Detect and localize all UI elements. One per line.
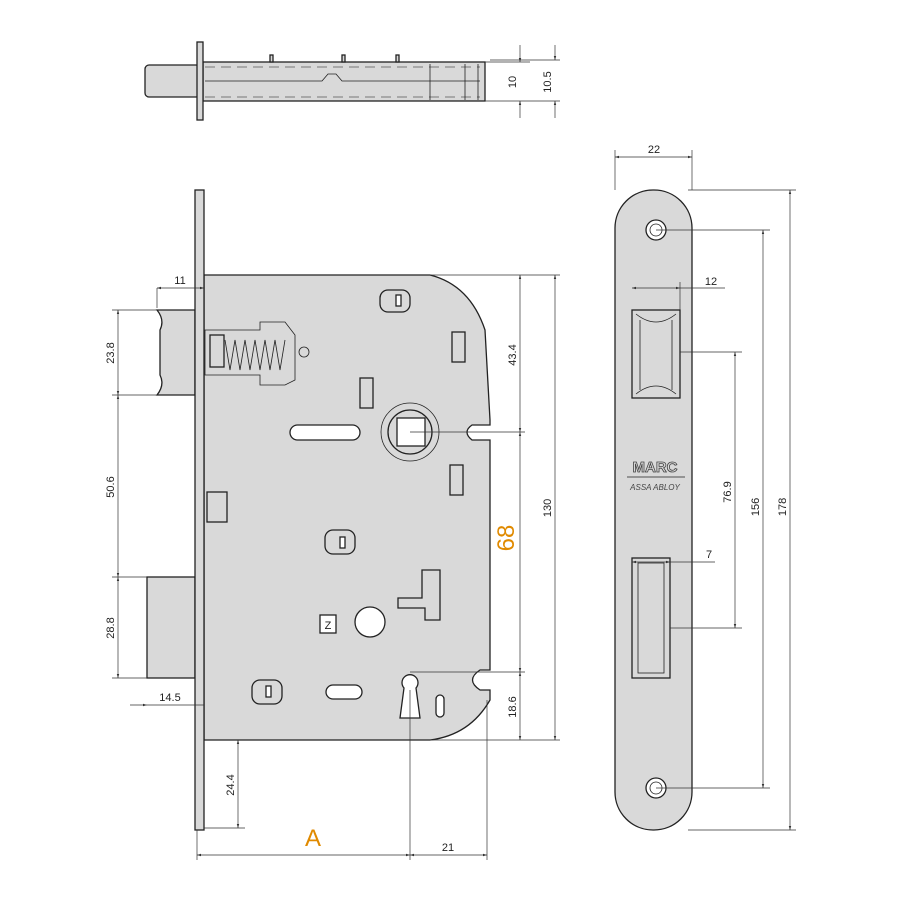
dim-24-4: 24.4 xyxy=(225,774,237,795)
dim-76-9: 76.9 xyxy=(722,481,734,502)
dim-178: 178 xyxy=(777,498,789,516)
latch-bolt xyxy=(155,309,196,396)
faceplate-view: MARC ASSA ABLOY 22 12 7 76.9 156 178 xyxy=(614,144,796,831)
dim-22: 22 xyxy=(648,144,660,156)
dim-130: 130 xyxy=(542,499,554,517)
dead-bolt xyxy=(146,576,196,679)
dim-14-5: 14.5 xyxy=(159,692,180,704)
dim-68: 68 xyxy=(493,525,520,552)
faceplate xyxy=(614,189,693,831)
dim-11: 11 xyxy=(174,275,185,287)
dim-21: 21 xyxy=(442,842,454,854)
top-faceplate xyxy=(196,41,204,121)
z-box xyxy=(319,614,337,634)
round-hole xyxy=(354,606,386,638)
sub-brand-logo: ASSA ABLOY xyxy=(629,483,680,492)
top-case xyxy=(202,61,486,102)
dim-43-4: 43.4 xyxy=(507,344,519,365)
top-view: 10 10.5 xyxy=(144,41,560,121)
latch-opening xyxy=(631,309,681,399)
dim-7: 7 xyxy=(706,549,712,561)
top-latch-bolt xyxy=(144,64,201,98)
dim-28-8: 28.8 xyxy=(105,617,117,638)
lock-case xyxy=(203,274,491,741)
dim-10: 10 xyxy=(507,76,519,88)
side-view: Z 11 23.8 50.6 28.8 14.5 24.4 A 21 43.4 … xyxy=(105,189,560,860)
dim-12: 12 xyxy=(705,276,717,288)
dim-10-5: 10.5 xyxy=(542,71,554,92)
slot xyxy=(289,424,361,441)
dim-156: 156 xyxy=(750,498,762,516)
brand-logo: MARC xyxy=(633,459,678,476)
dim-23-8: 23.8 xyxy=(105,342,117,363)
dim-18-6: 18.6 xyxy=(507,696,519,717)
dim-50-6: 50.6 xyxy=(105,476,117,497)
z-mark: Z xyxy=(325,620,332,632)
dim-a: A xyxy=(305,825,321,852)
faceplate-edge xyxy=(194,189,205,831)
